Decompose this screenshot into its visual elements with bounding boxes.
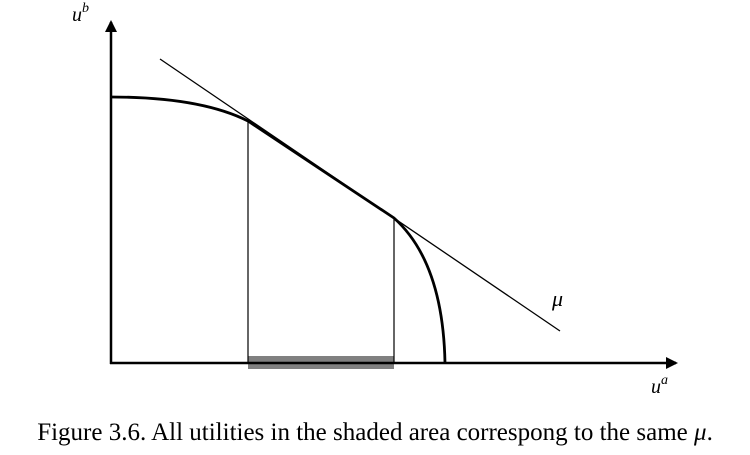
- utility-frontier-diagram: ub ua μ: [72, 1, 678, 398]
- x-axis-label: ua: [651, 373, 668, 398]
- figure-caption: Figure 3.6. All utilities in the shaded …: [0, 418, 750, 448]
- caption-symbol: μ: [694, 419, 707, 446]
- caption-text: All utilities in the shaded area corresp…: [151, 419, 688, 446]
- caption-number: Figure 3.6.: [37, 419, 147, 446]
- utility-frontier: [110, 95, 447, 364]
- y-axis-label: ub: [72, 1, 89, 26]
- caption-end: .: [706, 419, 713, 446]
- mu-label: μ: [551, 286, 563, 311]
